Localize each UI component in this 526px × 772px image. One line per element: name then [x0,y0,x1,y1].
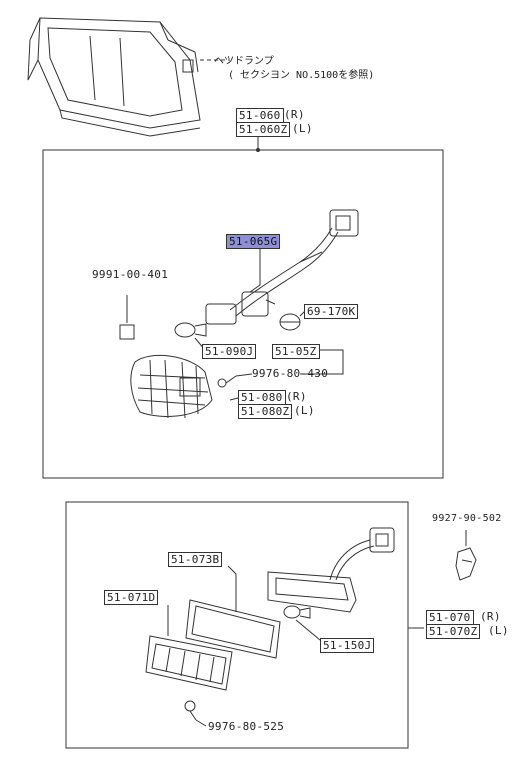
bulb-part-label: 51-090J [202,344,257,359]
socket-icon [279,313,301,331]
outer-clip-label: 9927-90-502 [432,513,502,524]
upper-assembly-left-side: (L) [292,122,313,135]
gasket-bracket [300,349,344,375]
screw-icon [217,375,237,388]
socket-part-label: 69-170K [304,304,359,319]
headlamp-note-title: ヘツドランプ [214,56,274,67]
outer-clip-icon [455,547,477,581]
bulb-icon [174,322,207,338]
upper-assembly-left-label: 51-060Z [236,122,291,137]
lower-bulb-leader [295,619,321,641]
lower-assembly-right-side: (R) [480,610,501,623]
lower-assembly-left-label: 51-070Z [426,624,481,639]
lower-screw-leader [195,719,207,727]
lower-lens-illustration [145,635,233,691]
headlamp-illustration [27,17,201,137]
lower-assembly-frame [65,501,409,749]
lens-right-label: 51-080 [238,390,286,405]
upper-assembly-frame [42,149,444,479]
lens-right-side: (R) [286,390,307,403]
upper-assembly-right-label: 51-060 [236,108,284,123]
highlighted-part-label[interactable]: 51-065G [226,234,281,249]
lower-bulb-label: 51-150J [320,638,375,653]
gasket-leader [227,565,237,612]
headlamp-note-ref: ( セクシヨン NO.5100を参照) [228,70,375,81]
clip-icon [119,324,135,340]
gasket-illustration [185,599,281,659]
lower-assembly-right-label: 51-070 [426,610,474,625]
lower-bulb-icon [283,605,311,619]
lamp-housing-illustration [267,527,395,613]
lower-gasket-label: 51-073B [168,552,223,567]
highlight-leader [249,246,261,293]
lower-lens-label: 51-071D [104,590,159,605]
upper-assembly-right-side: (R) [284,108,305,121]
clip-part-label: 9991-00-401 [92,268,169,281]
lower-assembly-left-side: (L) [488,624,509,637]
turn-lamp-lens-illustration [130,354,213,419]
lower-screw-icon [184,700,197,721]
lens-left-side: (L) [294,404,315,417]
lower-screw-label: 9976-80-525 [208,720,285,733]
harness-illustration [205,209,359,325]
lens-left-label: 51-080Z [238,404,293,419]
gasket-part-label: 51-05Z [272,344,320,359]
lens-leader [229,397,239,401]
screw-part-label: 9976-80-430 [252,367,329,380]
screw-leader [235,373,253,377]
